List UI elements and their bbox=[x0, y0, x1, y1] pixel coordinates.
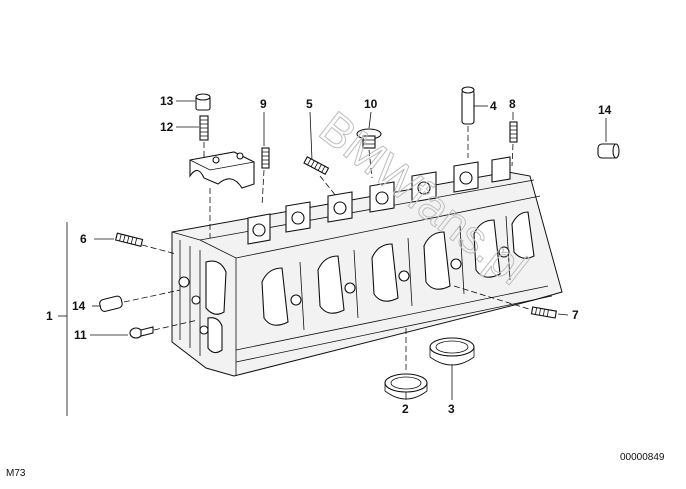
callout-1: 1 bbox=[46, 309, 53, 323]
callout-5: 5 bbox=[306, 97, 313, 111]
callout-labels: 1 2 3 4 5 6 7 8 9 10 11 12 13 14 14 bbox=[46, 94, 612, 416]
part-9-stud bbox=[261, 147, 270, 169]
part-4-sleeve bbox=[461, 86, 475, 125]
part-14-dowel-left bbox=[99, 295, 123, 312]
part-10-plug bbox=[356, 128, 382, 149]
part-14-dowel-top bbox=[597, 143, 620, 159]
part-13-nut bbox=[195, 93, 211, 111]
callout-7: 7 bbox=[572, 308, 579, 322]
callout-8: 8 bbox=[509, 97, 516, 111]
leader-lines bbox=[58, 100, 607, 416]
part-3-seat-ring bbox=[429, 337, 475, 366]
part-6-stud bbox=[114, 232, 144, 247]
callout-2: 2 bbox=[402, 402, 409, 416]
callout-14-left: 14 bbox=[72, 299, 86, 313]
part-11-screw bbox=[129, 326, 154, 339]
callout-14-top: 14 bbox=[598, 103, 612, 117]
part-5-stud bbox=[303, 156, 330, 176]
callout-9: 9 bbox=[260, 97, 267, 111]
diagram-code-left: M73 bbox=[6, 468, 26, 479]
part-8-stud bbox=[509, 121, 518, 143]
cylinder-head bbox=[171, 156, 563, 377]
callout-3: 3 bbox=[448, 402, 455, 416]
callout-12: 12 bbox=[160, 120, 174, 134]
callout-13: 13 bbox=[160, 94, 174, 108]
callout-6: 6 bbox=[80, 232, 87, 246]
bearing-cap bbox=[189, 151, 255, 189]
part-12-stud bbox=[199, 115, 209, 141]
callout-4: 4 bbox=[490, 99, 497, 113]
callout-10: 10 bbox=[364, 97, 378, 111]
diagram-code-right: 00000849 bbox=[620, 452, 665, 463]
callout-11: 11 bbox=[74, 328, 87, 342]
part-7-stud bbox=[530, 306, 557, 319]
